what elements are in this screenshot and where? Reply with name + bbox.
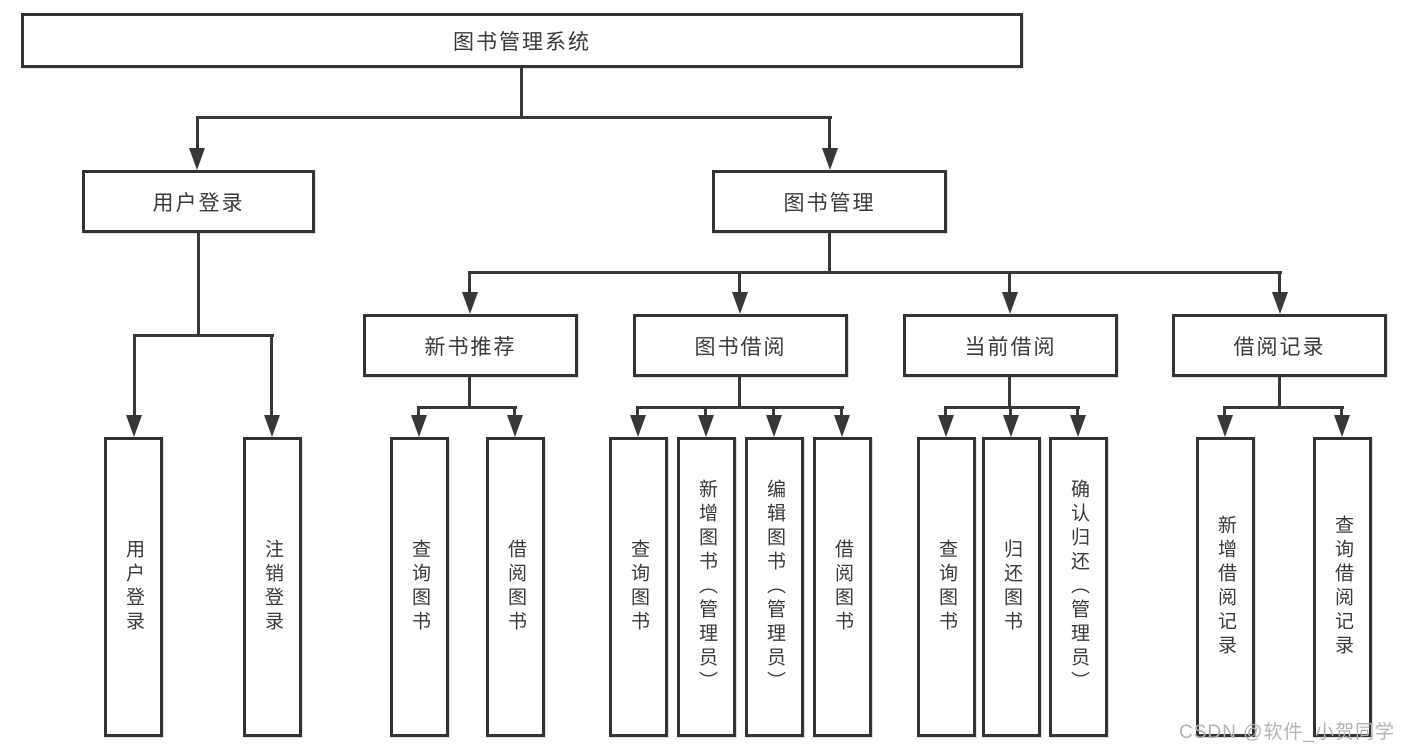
leaf-query-books-borrowing: 查询图书 bbox=[609, 437, 668, 737]
leaf-borrow-books-borrowing: 借阅图书 bbox=[813, 437, 872, 737]
leaf-query-books-recommend-label: 查询图书 bbox=[409, 539, 430, 635]
leaf-confirm-return-admin-label: 确认归还（管理员） bbox=[1068, 479, 1089, 695]
arrowhead-down-icon bbox=[630, 415, 646, 437]
connector-line bbox=[468, 377, 471, 409]
connector-line bbox=[513, 406, 516, 418]
connector-line bbox=[468, 271, 1282, 274]
connector-line bbox=[828, 233, 831, 274]
connector-line bbox=[636, 406, 639, 418]
connector-line bbox=[1009, 406, 1012, 418]
leaf-borrow-books-borrowing-label: 借阅图书 bbox=[832, 539, 853, 635]
node-user-login-label: 用户登录 bbox=[152, 191, 245, 215]
connector-line bbox=[738, 271, 741, 294]
node-book-borrowing: 图书借阅 bbox=[633, 314, 848, 377]
arrowhead-down-icon bbox=[698, 415, 714, 437]
connector-line bbox=[196, 116, 832, 119]
connector-line bbox=[1340, 406, 1343, 418]
connector-line bbox=[1223, 406, 1226, 418]
leaf-add-borrow-record: 新增借阅记录 bbox=[1196, 437, 1255, 737]
node-book-management-label: 图书管理 bbox=[783, 191, 876, 215]
connector-line bbox=[1076, 406, 1079, 418]
node-root-label: 图书管理系统 bbox=[453, 30, 591, 54]
arrowhead-down-icon bbox=[507, 415, 523, 437]
leaf-add-book-admin: 新增图书（管理员） bbox=[677, 437, 736, 737]
leaf-query-borrow-record: 查询借阅记录 bbox=[1313, 437, 1372, 737]
leaf-query-books-current: 查询图书 bbox=[917, 437, 976, 737]
arrowhead-down-icon bbox=[264, 415, 280, 437]
arrowhead-down-icon bbox=[1217, 415, 1233, 437]
leaf-query-borrow-record-label: 查询借阅记录 bbox=[1332, 515, 1353, 659]
node-new-book-recommend-label: 新书推荐 bbox=[424, 335, 517, 359]
node-borrowing-records: 借阅记录 bbox=[1172, 314, 1387, 377]
connector-line bbox=[944, 406, 1080, 409]
connector-line bbox=[197, 233, 200, 336]
connector-line bbox=[1278, 271, 1281, 294]
arrowhead-down-icon bbox=[411, 415, 427, 437]
node-root: 图书管理系统 bbox=[21, 13, 1023, 68]
leaf-query-books-borrowing-label: 查询图书 bbox=[628, 539, 649, 635]
arrowhead-down-icon bbox=[1003, 415, 1019, 437]
arrowhead-down-icon bbox=[766, 415, 782, 437]
leaf-add-book-admin-label: 新增图书（管理员） bbox=[696, 479, 717, 695]
node-borrowing-records-label: 借阅记录 bbox=[1233, 335, 1326, 359]
leaf-edit-book-admin-label: 编辑图书（管理员） bbox=[764, 479, 785, 695]
connector-line bbox=[1008, 377, 1011, 409]
arrowhead-down-icon bbox=[938, 415, 954, 437]
connector-line bbox=[738, 377, 741, 409]
connector-line bbox=[520, 68, 523, 118]
leaf-confirm-return-admin: 确认归还（管理员） bbox=[1049, 437, 1108, 737]
connector-line bbox=[704, 406, 707, 418]
node-book-management: 图书管理 bbox=[712, 170, 947, 233]
leaf-query-books-recommend: 查询图书 bbox=[390, 437, 449, 737]
arrowhead-down-icon bbox=[462, 292, 478, 314]
arrowhead-down-icon bbox=[1272, 292, 1288, 314]
leaf-user-login-label: 用户登录 bbox=[123, 539, 144, 635]
leaf-return-books-label: 归还图书 bbox=[1001, 539, 1022, 635]
leaf-logout: 注销登录 bbox=[243, 437, 302, 737]
connector-line bbox=[1223, 406, 1344, 409]
connector-line bbox=[133, 334, 136, 417]
csdn-watermark: CSDN @软件_小贺同学 bbox=[1179, 722, 1395, 743]
arrowhead-down-icon bbox=[1334, 415, 1350, 437]
leaf-borrow-books-recommend: 借阅图书 bbox=[486, 437, 545, 737]
arrowhead-down-icon bbox=[834, 415, 850, 437]
connector-line bbox=[270, 334, 273, 417]
connector-line bbox=[840, 406, 843, 418]
leaf-edit-book-admin: 编辑图书（管理员） bbox=[745, 437, 804, 737]
arrowhead-down-icon bbox=[189, 148, 205, 170]
connector-line bbox=[828, 116, 831, 150]
connector-line bbox=[1278, 377, 1281, 409]
node-current-borrowing-label: 当前借阅 bbox=[964, 335, 1057, 359]
leaf-logout-label: 注销登录 bbox=[262, 539, 283, 635]
node-book-borrowing-label: 图书借阅 bbox=[694, 335, 787, 359]
arrowhead-down-icon bbox=[822, 148, 838, 170]
connector-line bbox=[133, 334, 274, 337]
connector-line bbox=[196, 116, 199, 150]
node-new-book-recommend: 新书推荐 bbox=[363, 314, 578, 377]
node-current-borrowing: 当前借阅 bbox=[903, 314, 1118, 377]
leaf-add-borrow-record-label: 新增借阅记录 bbox=[1215, 515, 1236, 659]
connector-line bbox=[636, 406, 844, 409]
connector-line bbox=[468, 271, 471, 294]
connector-line bbox=[944, 406, 947, 418]
leaf-query-books-current-label: 查询图书 bbox=[936, 539, 957, 635]
connector-line bbox=[417, 406, 420, 418]
leaf-borrow-books-recommend-label: 借阅图书 bbox=[505, 539, 526, 635]
leaf-user-login: 用户登录 bbox=[104, 437, 163, 737]
connector-line bbox=[772, 406, 775, 418]
leaf-return-books: 归还图书 bbox=[982, 437, 1041, 737]
arrowhead-down-icon bbox=[126, 415, 142, 437]
arrowhead-down-icon bbox=[1002, 292, 1018, 314]
connector-line bbox=[417, 406, 517, 409]
connector-line bbox=[1008, 271, 1011, 294]
node-user-login: 用户登录 bbox=[82, 170, 315, 233]
arrowhead-down-icon bbox=[1070, 415, 1086, 437]
arrowhead-down-icon bbox=[732, 292, 748, 314]
